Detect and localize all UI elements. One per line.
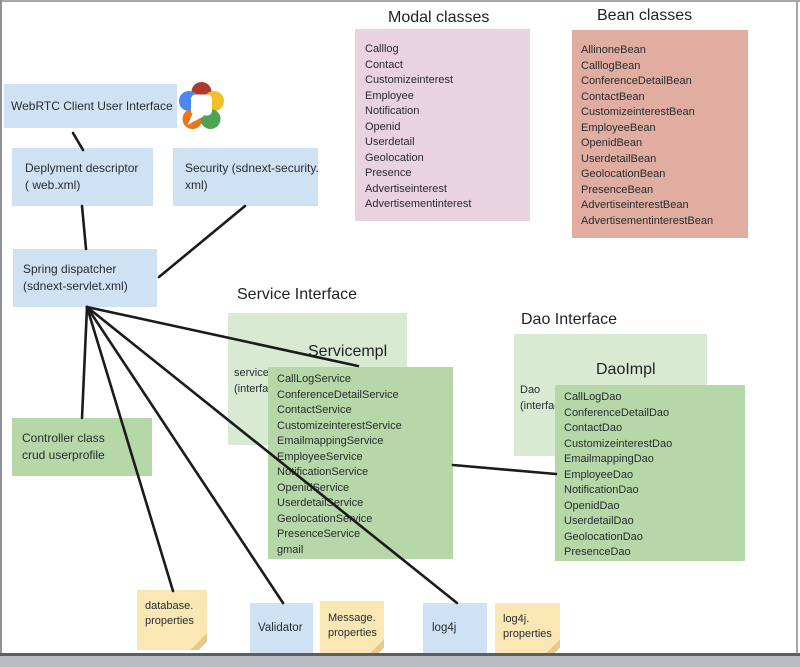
list-item: CalllogBean [581, 59, 641, 72]
list-item: CallLogService [277, 373, 351, 385]
list-item: ConferenceDetailDao [564, 406, 670, 419]
list-item: PresenceService [277, 528, 361, 540]
deployment-descriptor-line1: Deplyment descriptor [25, 161, 139, 176]
list-item: UserdetailDao [564, 515, 634, 527]
list-item: EmailmappingDao [564, 453, 654, 465]
message-properties-line2: properties [328, 627, 377, 639]
list-item: gmail [277, 543, 304, 556]
security-line2: xml) [185, 178, 208, 192]
database-properties-note: database. properties [137, 590, 207, 650]
list-item: Geolocation [365, 151, 424, 164]
list-item: GeolocationBean [581, 168, 666, 180]
list-item: UserdetailBean [581, 152, 657, 165]
connector-line [80, 305, 89, 420]
list-item: ContactBean [581, 90, 645, 103]
canvas-frame-top [0, 0, 800, 2]
list-item: Advertiseinterest [365, 182, 447, 195]
list-item: PresenceDao [564, 546, 631, 558]
log4j-label: log4j [432, 622, 457, 635]
log4j-properties-line2: properties [503, 628, 552, 640]
message-properties-note: Message. properties [320, 601, 384, 656]
canvas-frame-bottom-strip [0, 656, 800, 667]
list-item: NotificationDao [564, 484, 639, 496]
daoimpl-title: DaoImpl [596, 361, 656, 378]
database-properties-line2: properties [145, 615, 194, 627]
service-interface-title: Service Interface [237, 286, 358, 303]
list-item: ContactDao [564, 422, 623, 434]
list-item: GeolocationDao [564, 530, 643, 543]
list-item: ConferenceDetailService [277, 388, 399, 401]
dao-interface-label-line2: (interfac [520, 399, 560, 412]
controller-class-node: Controller class crud userprofile [12, 418, 152, 476]
list-item: Presence [365, 167, 412, 179]
list-item: UserdetailService [277, 497, 364, 509]
log4j-node: log4j [423, 603, 487, 655]
list-item: NotificationService [277, 466, 369, 478]
deployment-descriptor-node: Deplyment descriptor ( web.xml) [12, 148, 153, 206]
list-item: Notification [365, 105, 420, 117]
webrtc-logo-icon [179, 82, 224, 129]
canvas-frame-bottom-line [0, 653, 800, 656]
controller-class-line1: Controller class [22, 431, 105, 446]
list-item: Customizeinterest [365, 74, 454, 86]
list-item: PresenceBean [581, 183, 654, 196]
validator-node: Validator [250, 603, 313, 655]
servicempl-title: Servicempl [308, 343, 388, 360]
list-item: Openid [365, 120, 401, 133]
log4j-properties-line1: log4j. [503, 613, 530, 625]
message-properties-line1: Message. [328, 612, 376, 624]
list-item: AllinoneBean [581, 44, 646, 56]
spring-dispatcher-node: Spring dispatcher (sdnext-servlet.xml) [13, 249, 157, 307]
spring-dispatcher-line2: (sdnext-servlet.xml) [23, 279, 128, 293]
validator-label: Validator [258, 622, 303, 635]
list-item: EmployeeService [277, 450, 363, 463]
dao-interface-label: Dao (interfac [520, 383, 560, 414]
list-item: Advertisementinterest [365, 198, 472, 210]
list-item: Contact [365, 58, 403, 71]
webrtc-client-node: WebRTC Client User Interface [4, 84, 177, 128]
list-item: CallLogDao [564, 391, 622, 403]
list-item: CustomizeinterestService [277, 419, 402, 432]
list-item: AdvertiseinterestBean [581, 199, 689, 211]
list-item: Employee [365, 89, 414, 102]
connector-line [80, 204, 88, 251]
security-line1: Security (sdnext-security. [185, 161, 319, 176]
controller-class-line2: crud userprofile [22, 448, 105, 462]
webrtc-client-label: WebRTC Client User Interface [11, 98, 173, 113]
dao-interface-title: Dao Interface [521, 311, 618, 328]
deployment-descriptor-line2: ( web.xml) [25, 178, 81, 192]
list-item: OpenidBean [581, 137, 643, 149]
list-item: EmployeeBean [581, 121, 656, 134]
list-item: CustomizeinterestBean [581, 106, 695, 118]
log4j-properties-note: log4j. properties [495, 603, 560, 656]
list-item: OpenidDao [564, 499, 620, 512]
list-item: Userdetail [365, 136, 415, 148]
bean-classes-title: Bean classes [597, 7, 693, 24]
dao-interface-label-line1: Dao [520, 384, 541, 396]
list-item: OpenidService [277, 481, 350, 494]
security-node: Security (sdnext-security. xml) [173, 148, 319, 206]
connector-line [451, 463, 558, 476]
list-item: GeolocationService [277, 512, 373, 525]
list-item: Calllog [365, 43, 399, 55]
spring-dispatcher-line1: Spring dispatcher [23, 262, 117, 277]
canvas-frame-left [0, 0, 2, 656]
list-item: CustomizeinterestDao [564, 437, 673, 450]
list-item: EmployeeDao [564, 468, 634, 481]
canvas-frame-right [796, 0, 798, 656]
database-properties-line1: database. [145, 600, 194, 612]
list-item: EmailmappingService [277, 435, 384, 447]
connector-line [157, 204, 247, 279]
list-item: ContactService [277, 404, 352, 416]
list-item: ConferenceDetailBean [581, 75, 692, 87]
modal-classes-title: Modal classes [388, 9, 490, 26]
list-item: AdvertisementinterestBean [581, 214, 714, 227]
